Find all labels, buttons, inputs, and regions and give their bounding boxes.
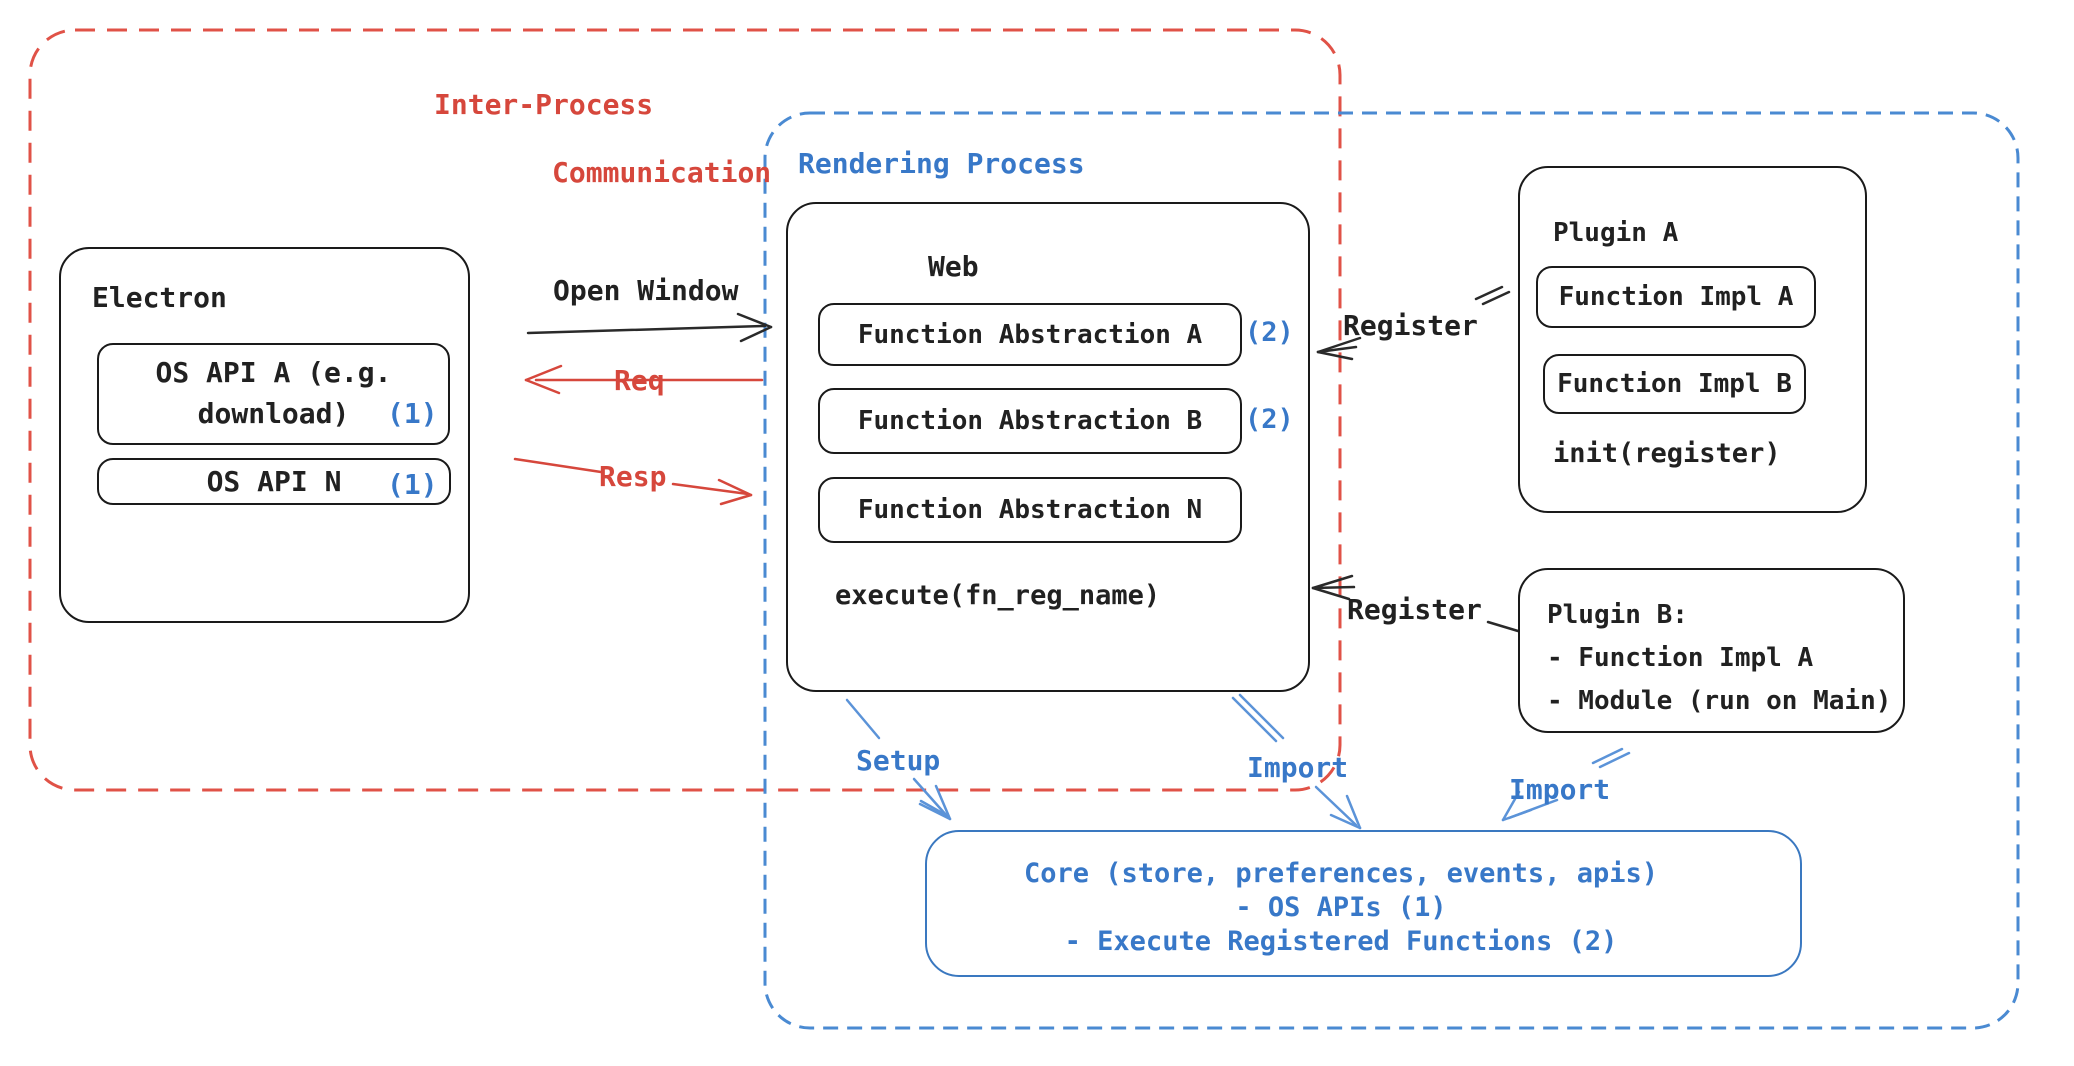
register-top-label: Register <box>1343 309 1478 342</box>
ipc-label-line2: Communication <box>552 156 772 189</box>
register-bottom-arrow <box>1311 574 1520 633</box>
ipc-label-line1: Inter-Process <box>434 88 654 121</box>
plugin-b-title: Plugin B: <box>1547 600 1688 630</box>
init-register-label: init(register) <box>1553 438 1781 469</box>
function-impl-a-box: Function Impl A <box>1536 266 1816 328</box>
core-box <box>925 830 1802 977</box>
function-abstraction-n-box: Function Abstraction N <box>818 477 1242 543</box>
ipc-dashed-box <box>28 28 1342 792</box>
import-plugin-arrow <box>1501 747 1631 822</box>
electron-title: Electron <box>92 281 227 314</box>
import-plugin-label: Import <box>1509 773 1611 806</box>
setup-arrow <box>845 698 952 821</box>
function-impl-b-box: Function Impl B <box>1543 354 1806 414</box>
os-api-a-line2: download) <box>197 397 350 430</box>
plugin-b-item-1: - Function Impl A <box>1547 643 1814 673</box>
rendering-dashed-box <box>763 111 2020 1030</box>
os-api-n-badge: (1) <box>387 468 438 501</box>
os-api-a-box: OS API A (e.g. download) (1) <box>97 343 450 445</box>
plugin-a-title: Plugin A <box>1553 218 1679 248</box>
os-api-a-line1: OS API A (e.g. <box>155 356 392 389</box>
os-api-n-box: OS API N (1) <box>97 458 451 505</box>
execute-label: execute(fn_reg_name) <box>835 580 1161 611</box>
import-web-label: Import <box>1247 751 1349 784</box>
register-top-arrow <box>1316 285 1511 361</box>
function-abstraction-b-box: Function Abstraction B <box>818 388 1242 454</box>
plugin-b-item-2: - Module (run on Main) <box>1547 686 1892 716</box>
plugin-b-box <box>1518 568 1905 733</box>
rendering-region-label: Rendering Process <box>798 147 1085 180</box>
req-arrow <box>524 364 764 395</box>
plugin-b-text: Plugin B: - Function Impl A - Module (run … <box>1547 594 1891 723</box>
function-abstraction-b-badge: (2) <box>1245 404 1294 435</box>
os-api-n-label: OS API N <box>206 464 342 498</box>
core-line-3: - Execute Registered Functions (2) <box>1064 926 1618 957</box>
core-line-2: - OS APIs (1) <box>1235 892 1447 923</box>
core-text: Core (store, preferences, events, apis)-… <box>925 857 1757 959</box>
req-label: Req <box>614 364 665 397</box>
resp-arrow <box>513 457 753 506</box>
open-window-arrow <box>526 312 773 343</box>
os-api-a-badge: (1) <box>387 397 438 430</box>
import-web-arrow <box>1231 693 1362 830</box>
resp-label: Resp <box>599 460 667 493</box>
function-abstraction-a-box: Function Abstraction A <box>818 303 1242 366</box>
plugin-a-box <box>1518 166 1867 513</box>
ipc-region-label: Inter-Process Communication <box>434 88 771 190</box>
setup-label: Setup <box>856 744 941 777</box>
web-title: Web <box>928 250 979 283</box>
register-bottom-label: Register <box>1347 593 1482 626</box>
function-abstraction-a-badge: (2) <box>1245 317 1294 348</box>
core-line-1: Core (store, preferences, events, apis) <box>1024 858 1658 889</box>
open-window-label: Open Window <box>553 274 739 307</box>
